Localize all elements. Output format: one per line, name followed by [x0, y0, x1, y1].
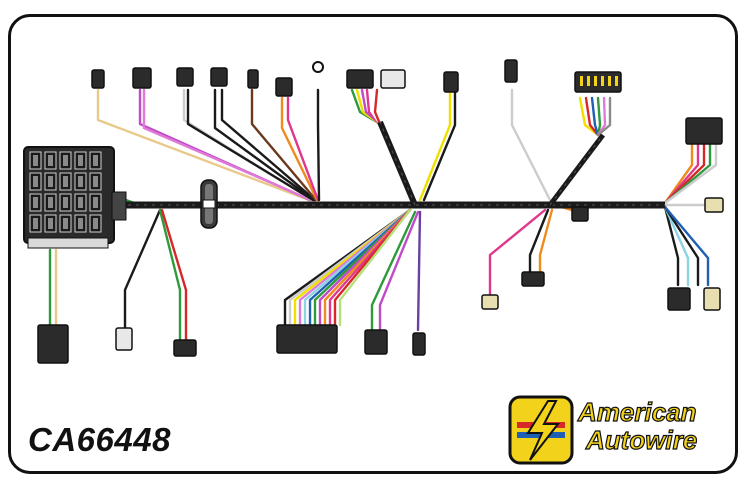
connector-tach	[173, 339, 197, 357]
wire	[373, 88, 382, 126]
brand-line-1: American	[577, 397, 697, 427]
connector-brake	[247, 69, 259, 89]
wire	[663, 143, 718, 205]
connector-ignition	[275, 77, 293, 97]
wire	[663, 205, 680, 287]
wire	[422, 88, 457, 202]
wire	[663, 205, 700, 287]
fuse-block-icon	[23, 146, 127, 249]
wire	[663, 143, 694, 205]
wire	[323, 208, 412, 327]
wire	[316, 88, 321, 202]
wire	[186, 88, 315, 202]
wire	[286, 96, 320, 202]
wire	[510, 88, 552, 202]
connector-column	[685, 117, 723, 145]
connector-dimmer	[380, 69, 406, 89]
wire	[378, 210, 420, 332]
wire	[528, 208, 550, 277]
firewall-grommet	[200, 179, 218, 229]
wire	[590, 96, 600, 137]
connector-ambient	[704, 197, 724, 213]
connector-fuse-feed	[37, 324, 69, 364]
wire	[123, 208, 162, 332]
connector-clock	[412, 332, 426, 356]
wire	[338, 208, 412, 327]
connector-bulkhead	[276, 324, 338, 354]
connector-switch	[132, 67, 152, 89]
wire	[318, 208, 412, 327]
wire	[663, 143, 700, 205]
wire	[584, 96, 600, 137]
ring-terminal	[312, 61, 324, 73]
wire	[663, 205, 690, 287]
connector-key-buzzer	[115, 327, 133, 351]
connector-courtesy-lamp	[481, 294, 499, 310]
connector-group	[37, 59, 724, 364]
connector-radio	[364, 329, 388, 355]
wire	[220, 88, 317, 202]
connector-headlight-switch	[346, 69, 374, 89]
connector-turn-signal	[443, 71, 459, 93]
wire	[142, 88, 313, 202]
wire	[96, 88, 311, 202]
connector-heater	[703, 287, 721, 311]
wire	[280, 96, 319, 202]
connector-door-jamb	[521, 271, 545, 287]
wire	[418, 88, 452, 202]
wire	[663, 143, 706, 205]
wire	[663, 205, 710, 287]
wire	[333, 208, 412, 327]
wire	[488, 208, 547, 297]
connector-dome-light	[91, 69, 105, 89]
connector-horn	[176, 67, 194, 87]
connector-fan	[667, 287, 691, 311]
connector-wiper	[210, 67, 228, 87]
connector-inline	[571, 206, 589, 222]
brand-line-2: Autowire	[585, 425, 698, 455]
wire	[158, 208, 182, 342]
lightning-bolt-icon	[508, 395, 574, 465]
wire	[328, 208, 412, 327]
wire	[370, 210, 417, 332]
wire	[250, 88, 318, 202]
wire	[213, 88, 316, 202]
wire	[160, 208, 188, 342]
wire	[538, 208, 554, 277]
brand-logo-text: American Autowire	[577, 397, 698, 455]
part-number-label: CA66448	[28, 421, 171, 458]
wire	[416, 210, 422, 332]
wire	[578, 96, 600, 137]
wire	[596, 96, 612, 137]
wire-group	[48, 88, 718, 342]
wire	[596, 96, 602, 137]
connector-neutral-switch	[504, 59, 518, 83]
